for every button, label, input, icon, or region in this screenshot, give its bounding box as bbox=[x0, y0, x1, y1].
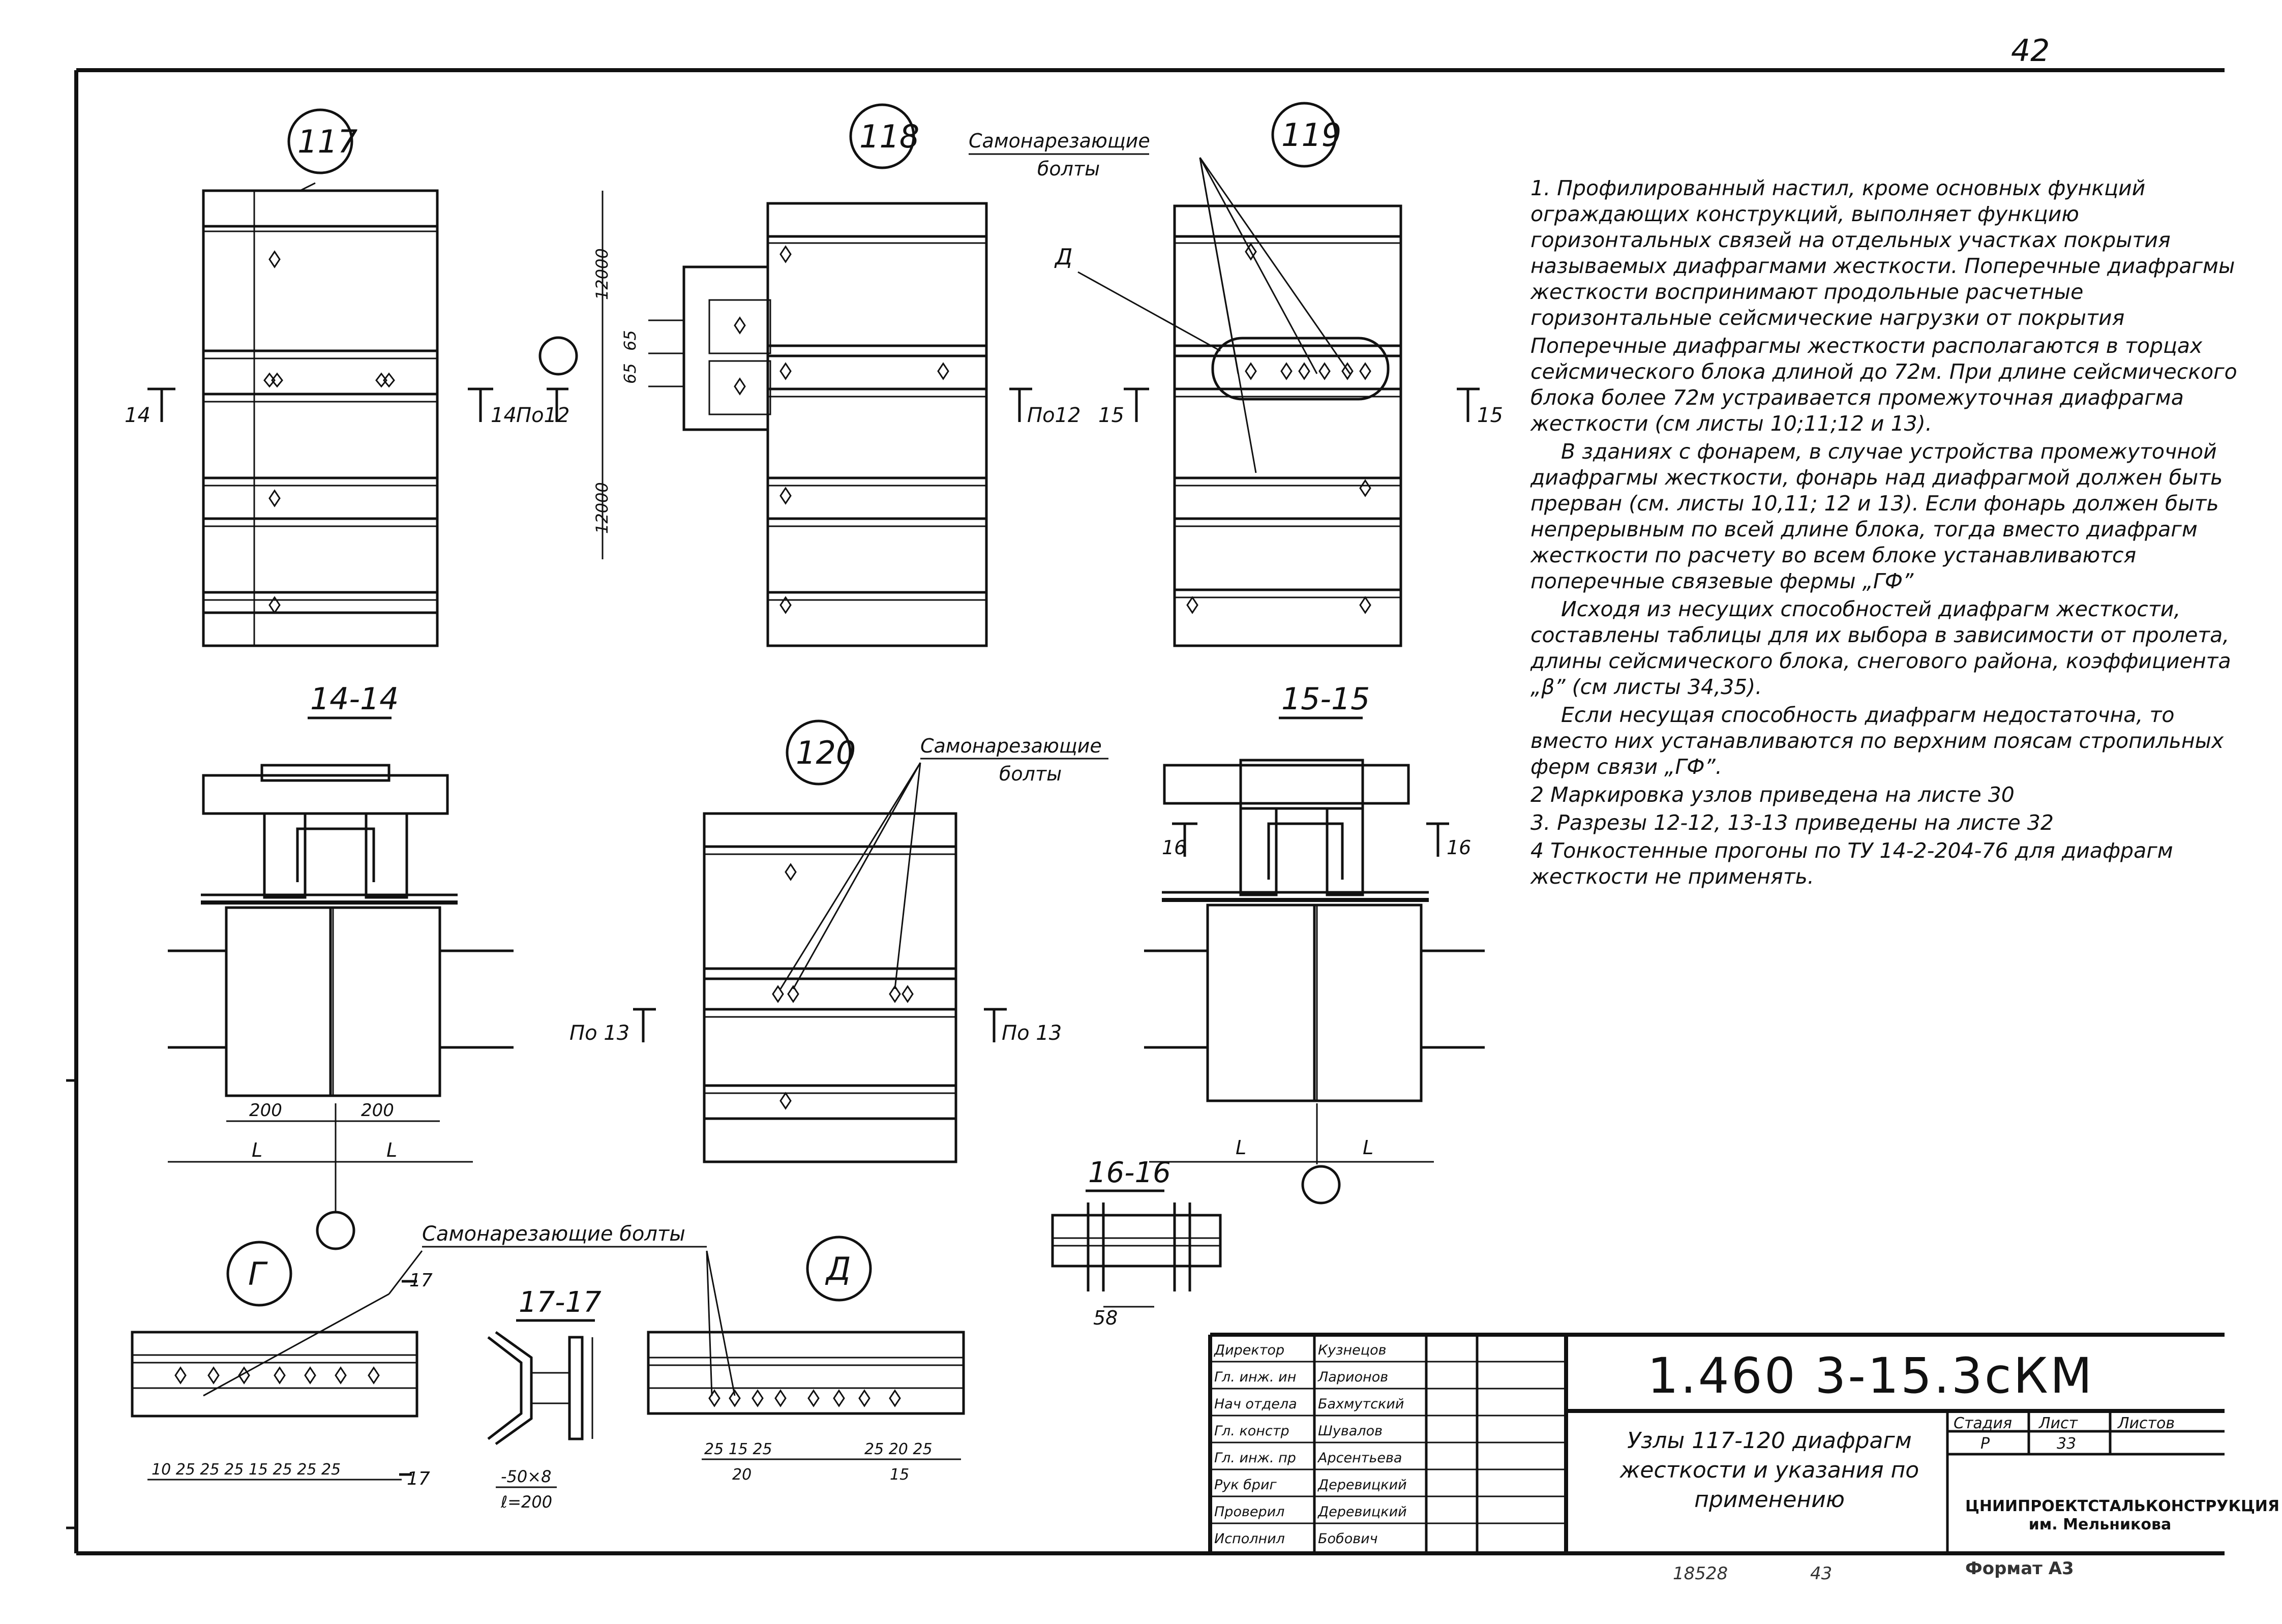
role-dept-head: Нач отдела bbox=[1214, 1396, 1297, 1412]
title-block-frame bbox=[1208, 1333, 2225, 1553]
node-118-drawing: 118 12000 12000 65 65 По12 bbox=[538, 103, 1080, 647]
name-director: Кузнецов bbox=[1318, 1342, 1387, 1358]
organization-name: ЦНИИПРОЕКТСТАЛЬКОНСТРУКЦИЯ им. Мельников… bbox=[1965, 1497, 2280, 1533]
node-119-drawing: 119 Д 15 15 bbox=[1054, 102, 1503, 647]
cut-17-bottom: 17 bbox=[407, 1468, 430, 1489]
po13-label-right: По 13 bbox=[1002, 1021, 1062, 1045]
section-14-14-drawing: 14-14 200 200 L L bbox=[168, 681, 514, 1250]
format-label: Формат А3 bbox=[1965, 1558, 2074, 1579]
dim-L-left-1515: L bbox=[1236, 1136, 1246, 1159]
sheet-title: Узлы 117-120 диафрагм жесткости и указан… bbox=[1619, 1428, 1919, 1513]
role-chief-project-engineer: Гл. инж. пр bbox=[1214, 1450, 1296, 1466]
note-1-cont-d: Если несущая способность диафрагм недост… bbox=[1530, 703, 2224, 779]
node-117-label: 117 bbox=[297, 123, 357, 160]
dim-58-label: 58 bbox=[1093, 1307, 1118, 1329]
cut-14-right: 14 bbox=[491, 404, 517, 427]
role-checked: Проверил bbox=[1214, 1504, 1285, 1520]
sheet-frame bbox=[74, 68, 2225, 1555]
node-d-label: Д bbox=[825, 1250, 851, 1287]
note-4: 4 Тонкостенные прогоны по ТУ 14-2-204-76… bbox=[1530, 838, 2173, 889]
node-g-label: Г bbox=[248, 1255, 268, 1292]
note-1-cont-c: Исходя из несущих способностей диафрагм … bbox=[1530, 597, 2231, 699]
role-chief-engineer: Гл. инж. ин bbox=[1214, 1369, 1297, 1385]
node-g-drawing: Г Самонарезающие болты 10 25 25 25 15 25… bbox=[131, 1222, 736, 1489]
dim-15-label: 15 bbox=[890, 1466, 909, 1484]
letter-d-label: Д bbox=[1054, 244, 1072, 270]
po12-label-right: По12 bbox=[1027, 404, 1080, 427]
node-117-drawing: 117 14 14 По12 bbox=[125, 108, 569, 647]
node-118-label: 118 bbox=[859, 118, 919, 155]
po13-label-left: По 13 bbox=[569, 1021, 629, 1045]
role-chief-designer: Гл. констр bbox=[1214, 1423, 1289, 1439]
section-16-16-drawing: 16-16 58 bbox=[1051, 1156, 1222, 1329]
name-chief-designer: Шувалов bbox=[1318, 1423, 1383, 1439]
section-16-16-label: 16-16 bbox=[1088, 1156, 1171, 1189]
cut-14-left: 14 bbox=[125, 404, 151, 427]
name-executed: Бобович bbox=[1318, 1531, 1378, 1547]
dim-L-left-1414: L bbox=[252, 1139, 262, 1161]
bolts-callout-bottom: Самонарезающие болты bbox=[422, 1222, 685, 1246]
note-1: 1. Профилированный настил, кроме основны… bbox=[1530, 176, 2235, 330]
plate-length-label: ℓ=200 bbox=[500, 1492, 552, 1512]
role-team-lead: Рук бриг bbox=[1214, 1477, 1277, 1493]
name-chief-project-engineer: Арсентьева bbox=[1318, 1450, 1402, 1466]
cut-15-right: 15 bbox=[1477, 404, 1503, 427]
section-17-17-label: 17-17 bbox=[519, 1286, 602, 1319]
archive-number: 18528 bbox=[1673, 1563, 1728, 1584]
sheets-header: Листов bbox=[2118, 1415, 2175, 1432]
name-checked: Деревицкий bbox=[1318, 1504, 1407, 1520]
section-15-15-drawing: 15-15 16 16 L L bbox=[1144, 681, 1485, 1205]
document-code: 1.460 3-15.3сКМ bbox=[1647, 1347, 2094, 1404]
dims-d2-label: 25 20 25 bbox=[864, 1440, 933, 1458]
dim-20-label: 20 bbox=[732, 1466, 752, 1484]
role-director: Директор bbox=[1214, 1342, 1285, 1358]
dim-200-right: 200 bbox=[361, 1100, 394, 1121]
node-119-label: 119 bbox=[1281, 116, 1341, 154]
bolts-callout-top: Самонарезающие болты bbox=[969, 130, 1351, 473]
dim-200-left: 200 bbox=[249, 1100, 282, 1121]
dim-12000-top: 12000 bbox=[592, 248, 612, 300]
bolts-callout-120-line2: болты bbox=[999, 763, 1062, 785]
dim-L-right-1414: L bbox=[386, 1139, 397, 1161]
bolts-callout-top-line1: Самонарезающие bbox=[969, 130, 1150, 152]
dim-65-top: 65 bbox=[620, 330, 640, 351]
cut-16-left: 16 bbox=[1162, 836, 1186, 859]
section-14-14-label: 14-14 bbox=[310, 681, 399, 717]
po12-label-left: По12 bbox=[516, 404, 569, 427]
name-team-lead: Деревицкий bbox=[1318, 1477, 1407, 1493]
section-15-15-label: 15-15 bbox=[1281, 681, 1370, 717]
name-chief-engineer: Ларионов bbox=[1318, 1369, 1389, 1385]
stage-header: Стадия bbox=[1954, 1415, 2013, 1432]
cut-16-right: 16 bbox=[1447, 836, 1471, 859]
stage-value: Р bbox=[1980, 1435, 1990, 1453]
node-d-drawing: Д 25 15 25 25 20 25 20 15 bbox=[647, 1236, 965, 1484]
node-120-drawing: 120 Самонарезающие болты По 13 По 13 bbox=[569, 719, 1108, 1163]
cut-15-left: 15 bbox=[1098, 404, 1124, 427]
dims-g-label: 10 25 25 25 15 25 25 25 bbox=[152, 1461, 341, 1479]
dim-65-bottom: 65 bbox=[620, 363, 640, 384]
note-1-cont-a: Поперечные диафрагмы жесткости располага… bbox=[1530, 334, 2237, 436]
role-executed: Исполнил bbox=[1214, 1531, 1285, 1547]
dim-12000-bottom: 12000 bbox=[592, 482, 612, 534]
note-2: 2 Маркировка узлов приведена на листе 30 bbox=[1530, 783, 2015, 807]
note-3: 3. Разрезы 12-12, 13-13 приведены на лис… bbox=[1530, 810, 2054, 835]
page-number: 42 bbox=[2011, 33, 2050, 69]
archive-sheet: 43 bbox=[1810, 1563, 1833, 1584]
sheet-value: 33 bbox=[2057, 1435, 2077, 1453]
general-notes: 1. Профилированный настил, кроме основны… bbox=[1530, 175, 2242, 892]
bolts-callout-top-line2: болты bbox=[1037, 158, 1100, 180]
plate-size-label: -50×8 bbox=[501, 1467, 551, 1486]
bolts-callout-120-line1: Самонарезающие bbox=[920, 735, 1102, 757]
node-120-label: 120 bbox=[796, 734, 856, 771]
dims-d1-label: 25 15 25 bbox=[704, 1440, 772, 1458]
cut-17-top: 17 bbox=[409, 1270, 433, 1291]
name-dept-head: Бахмутский bbox=[1318, 1396, 1404, 1412]
dim-L-right-1515: L bbox=[1363, 1136, 1373, 1159]
section-17-17-drawing: 17-17 -50×8 ℓ=200 bbox=[487, 1286, 602, 1512]
note-1-cont-b: В зданиях с фонарем, в случае устройства… bbox=[1530, 439, 2223, 593]
sheet-header: Лист bbox=[2039, 1415, 2078, 1432]
